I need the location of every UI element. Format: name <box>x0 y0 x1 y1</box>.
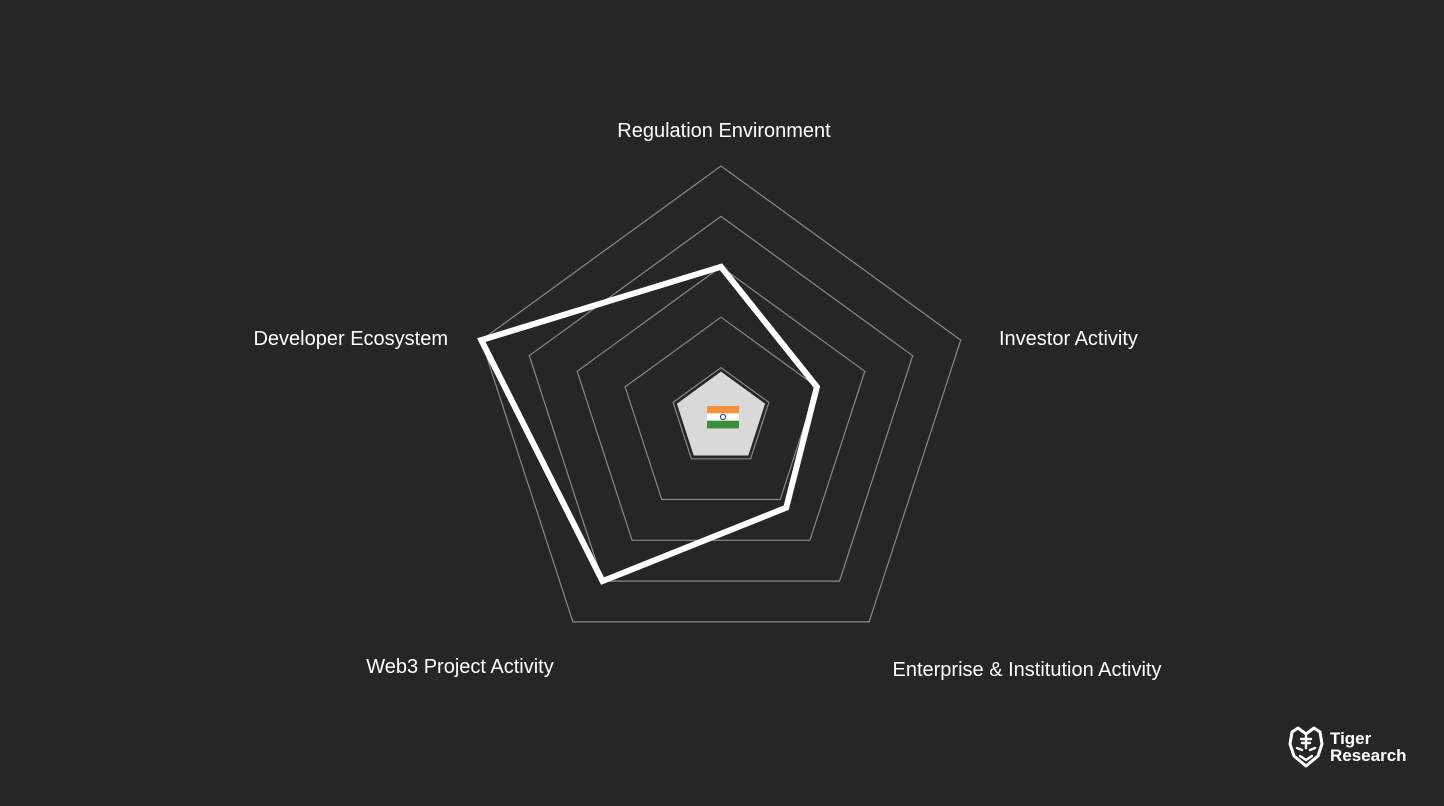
india-flag-icon <box>707 406 739 429</box>
grid-ring-4 <box>528 215 914 582</box>
series-polygon <box>477 263 821 585</box>
label-web3-project: Web3 Project Activity <box>366 656 553 678</box>
label-enterprise: Enterprise & Institution Activity <box>892 659 1161 681</box>
flag-stripe <box>707 413 739 422</box>
grid-ring-2 <box>624 316 818 501</box>
tiger-head-icon <box>1288 726 1324 768</box>
flag-stripe <box>707 420 739 429</box>
flag-stripe <box>707 406 739 414</box>
logo-line1: Tiger <box>1330 729 1372 748</box>
radar-grid <box>480 165 962 623</box>
grid-ring-1 <box>672 366 770 460</box>
tiger-research-logo: Tiger Research <box>1286 726 1407 768</box>
label-investor: Investor Activity <box>999 328 1138 350</box>
logo-line2: Research <box>1330 746 1407 765</box>
logo-text: Tiger Research <box>1330 730 1407 764</box>
label-developer: Developer Ecosystem <box>253 328 448 350</box>
grid-ring-5 <box>480 165 962 623</box>
label-regulation: Regulation Environment <box>617 120 831 142</box>
grid-ring-3 <box>576 266 866 541</box>
flag-chakra <box>719 413 727 421</box>
